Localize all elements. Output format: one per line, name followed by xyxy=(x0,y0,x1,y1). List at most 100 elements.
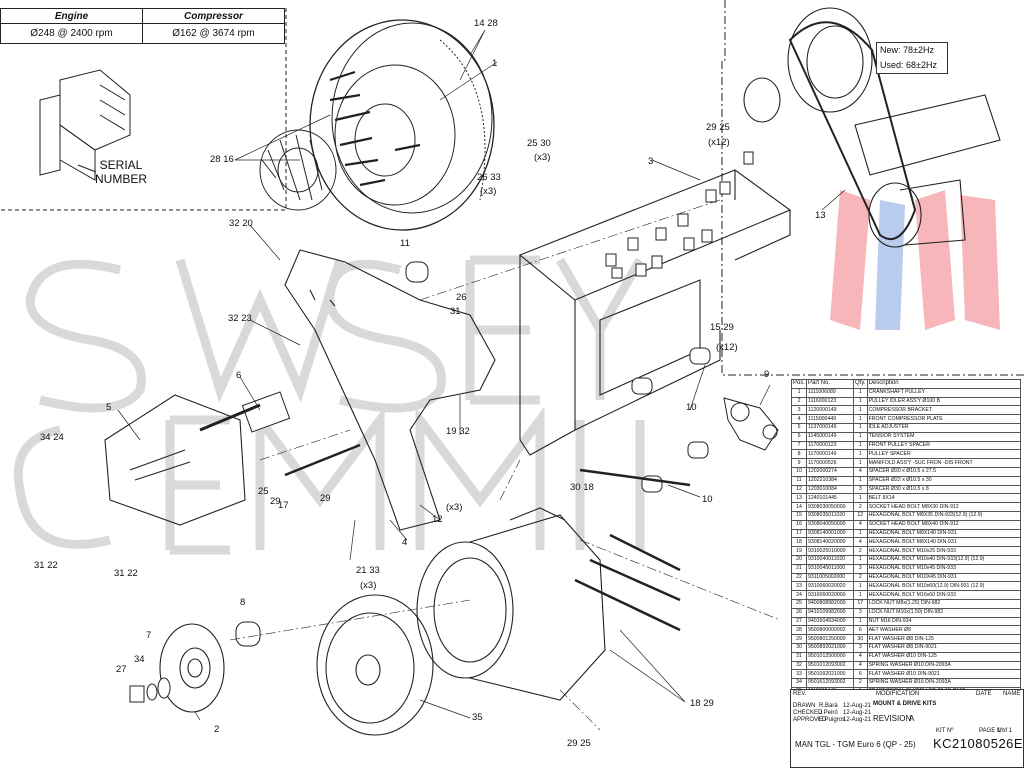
parts-cell-q: 1 xyxy=(853,554,868,565)
parts-cell-q: 4 xyxy=(853,466,868,477)
idler-pulley xyxy=(159,623,225,713)
tb-page: 1 of 1 xyxy=(997,728,1013,734)
parts-cell-d: HEXAGONAL BOLT M8X35 DIN-933(12.9) (12.9… xyxy=(866,510,1022,521)
detail-frame-belt xyxy=(721,0,1024,376)
callout-c26: 26 xyxy=(456,292,467,303)
parts-cell-c: 1116000123 xyxy=(806,396,855,407)
tb-approved-by: E.Puigros xyxy=(819,717,846,723)
callout-c12a: 12 xyxy=(432,514,443,525)
tb-section: MOUNT & DRIVE KITS xyxy=(873,701,937,707)
callout-c34-24: 34 24 xyxy=(40,432,64,443)
parts-cell-q: 1 xyxy=(853,422,868,433)
parts-cell-q: 3 xyxy=(853,484,868,495)
parts-cell-n: 29 xyxy=(790,634,808,644)
callout-c29-25x: (x12) xyxy=(708,137,730,148)
callout-c31-22b: 31 22 xyxy=(114,568,138,579)
engine-value: Ø248 @ 2400 rpm xyxy=(0,23,143,44)
parts-cell-q: 2 xyxy=(853,678,868,688)
parts-cell-d: LOCK NUT M8x(1.25) DIN-982 xyxy=(866,598,1022,609)
parts-header-pos: Pos. xyxy=(790,379,808,389)
callout-c31: 31 xyxy=(450,306,461,317)
parts-cell-n: 23 xyxy=(790,581,808,592)
parts-cell-q: 1 xyxy=(853,616,868,627)
parts-cell-c: 1115000449 xyxy=(806,414,855,424)
parts-cell-d: AET WASHER Ø8 xyxy=(866,625,1022,636)
parts-cell-c: 9308040050000 xyxy=(806,519,855,530)
parts-cell-q: 3 xyxy=(853,607,868,618)
parts-cell-q: 1 xyxy=(853,458,868,468)
parts-cell-q: 1 xyxy=(853,396,868,407)
parts-cell-q: 17 xyxy=(853,598,868,609)
parts-cell-n: 6 xyxy=(790,431,808,442)
parts-cell-c: 9500892021000 xyxy=(806,642,855,653)
idle-adjuster xyxy=(104,394,246,526)
parts-cell-n: 14 xyxy=(790,502,808,512)
compressor xyxy=(416,507,606,701)
clutch xyxy=(316,594,434,736)
parts-cell-c: 9501012500000 xyxy=(806,651,855,662)
parts-cell-c: 1170000123 xyxy=(806,440,855,451)
parts-cell-n: 34 xyxy=(790,678,808,688)
parts-cell-n: 24 xyxy=(790,590,808,600)
parts-cell-c: 9501012093002 xyxy=(806,660,855,671)
callout-c32-20: 32 20 xyxy=(229,218,253,229)
parts-cell-n: 25 xyxy=(790,598,808,609)
parts-cell-d: MANIFOLD ASS'Y -SUC FRON -DIS FRONT xyxy=(866,458,1022,468)
parts-cell-q: 1 xyxy=(853,440,868,451)
parts-cell-c: 9500801250000 xyxy=(806,634,855,644)
tb-date-1: 12-Aug-21 xyxy=(843,703,872,709)
parts-cell-d: FLAT WASHER Ø8 DIN-125 xyxy=(866,634,1022,644)
callout-c27: 27 xyxy=(116,664,127,675)
parts-cell-d: FLAT WASHER Ø10 DIN-9021 xyxy=(866,669,1022,680)
tb-checked: CHECKED xyxy=(793,710,823,716)
tb-approved: APPROVED xyxy=(793,717,827,723)
compressor-header: Compressor xyxy=(142,8,285,24)
callout-c10b: 10 xyxy=(702,494,713,505)
crankshaft-pulley xyxy=(309,19,495,231)
parts-cell-c: 1203010084 xyxy=(806,484,855,495)
callout-c17: 17 xyxy=(278,500,289,511)
parts-cell-n: 27 xyxy=(790,616,808,627)
parts-cell-n: 1 xyxy=(790,387,808,398)
parts-cell-c: 1202000274 xyxy=(806,466,855,477)
pulley-bolts xyxy=(329,70,421,187)
parts-cell-d: HEXAGONAL BOLT M16x60 DIN-933 xyxy=(866,590,1022,600)
callout-c28-16: 28 16 xyxy=(210,154,234,165)
parts-cell-c: 1170000526 xyxy=(806,458,855,468)
parts-cell-d: FLAT WASHER Ø10 DIN-125 xyxy=(866,651,1022,662)
parts-cell-c: 9501612093002 xyxy=(806,678,855,688)
brand-logo xyxy=(830,190,1000,330)
callout-c2: 2 xyxy=(214,724,220,735)
parts-cell-q: 2 xyxy=(853,502,868,512)
parts-header-qty: Qty. xyxy=(853,379,868,389)
parts-cell-d: HEXAGONAL BOLT M10x60(12.9) DIN-931 (12.… xyxy=(866,581,1022,592)
parts-cell-n: 19 xyxy=(790,546,808,556)
long-bolts xyxy=(284,443,691,632)
parts-cell-q: 1 xyxy=(853,528,868,539)
callout-c29-25: 29 25 xyxy=(706,122,730,133)
parts-cell-d: LOCK NUT M10x(1.50) DIN-982 xyxy=(866,607,1022,618)
centerlines xyxy=(229,199,781,731)
parts-cell-q: 6 xyxy=(853,669,868,680)
parts-cell-d: SPACER Ø30 x Ø10.5 x 8 xyxy=(866,484,1022,495)
callout-c12x: (x3) xyxy=(446,502,463,513)
parts-cell-n: 12 xyxy=(790,484,808,495)
callout-c6: 6 xyxy=(236,370,242,381)
parts-cell-d: SPRING WASHER Ø16 DIN-2093A xyxy=(866,678,1022,688)
parts-cell-d: CRANKSHAFT PULLEY xyxy=(866,387,1022,398)
parts-cell-d: FRONT COMPRESSOR PLATE xyxy=(866,414,1022,424)
parts-cell-d: PULLEY SPACER xyxy=(866,449,1022,460)
